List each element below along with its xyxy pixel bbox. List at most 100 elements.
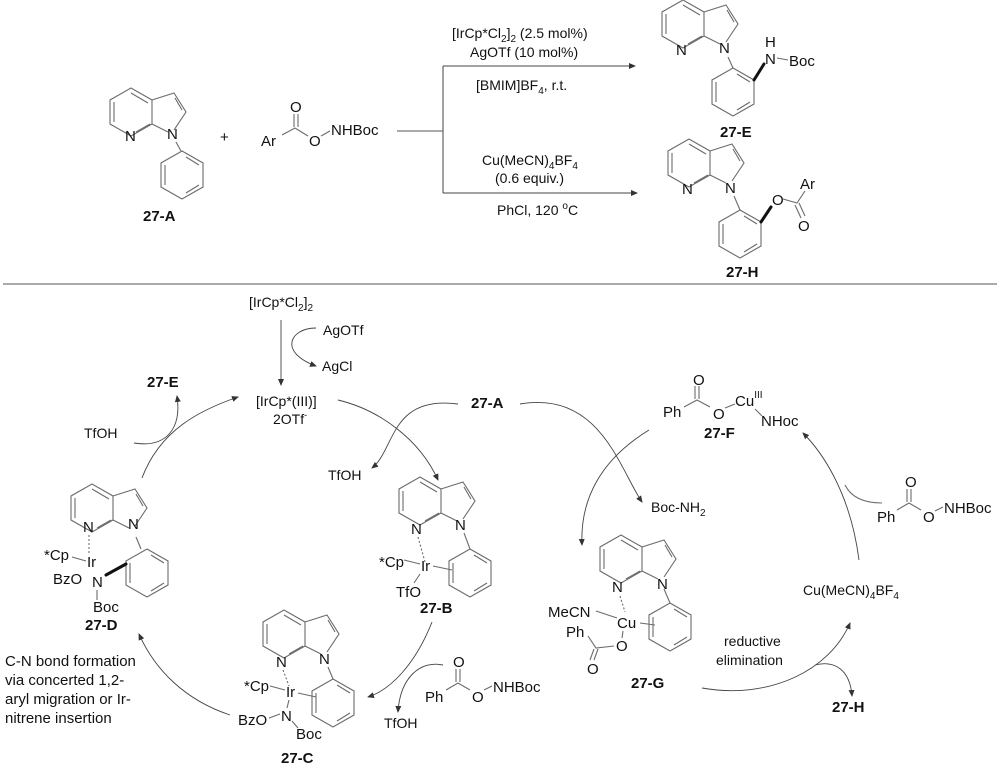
arrow-to-27-d	[138, 633, 231, 716]
label-tfoh-1: TfOH	[328, 467, 361, 483]
atom-n-pyridine: N	[276, 654, 287, 671]
atom-cu: Cu	[617, 615, 636, 632]
label-tfoh-2: TfOH	[84, 425, 117, 441]
atom-carbonyl-o: O	[290, 99, 302, 116]
atom-n: N	[765, 51, 776, 68]
atom-n-pyrrole: N	[319, 651, 330, 668]
mechanism-note: C-N bond formation via concerted 1,2- ar…	[5, 653, 136, 727]
step-label-line-2: elimination	[716, 652, 783, 668]
atom-ph: Ph	[877, 509, 895, 526]
condition-equiv: (0.6 equiv.)	[495, 170, 564, 186]
label-agotf: AgOTf	[323, 322, 364, 338]
atom-n: N	[281, 708, 292, 725]
svg-text:Cu(MeCN)4BF4: Cu(MeCN)4BF4	[803, 582, 899, 602]
atom-nhboc: NHBoc	[331, 122, 379, 139]
svg-text:Boc-NH2: Boc-NH2	[651, 499, 706, 519]
reactant-27-a: N N 27-A	[109, 87, 204, 225]
condition-agotf: AgOTf (10 mol%)	[470, 44, 578, 60]
label-product-27-e: 27-E	[147, 374, 179, 391]
conditions-cu: Cu(MeCN)4BF4 (0.6 equiv.) PhCl, 120 oC	[482, 152, 578, 218]
branch-line	[397, 66, 444, 193]
intermediate-27-d: N N *Cp Ir BzO N Boc 27-D	[44, 483, 169, 634]
atom-ester-o: O	[713, 406, 725, 423]
atom-n-pyridine: N	[612, 579, 623, 596]
svg-text:[BMIM]BF4, r.t.: [BMIM]BF4, r.t.	[476, 77, 567, 97]
arrow-boc-nh2-release	[519, 401, 643, 503]
arrow-substrate-in	[371, 402, 459, 469]
arrow-product-27-h-out	[814, 663, 855, 697]
atom-o: O	[772, 192, 784, 209]
atom-n-pyridine: N	[676, 42, 687, 59]
svg-text:[IrCp*Cl2]2 (2.5 mol%): [IrCp*Cl2]2 (2.5 mol%)	[452, 25, 588, 45]
atom-n-pyridine: N	[411, 521, 422, 538]
arrow-to-27-f	[802, 432, 860, 561]
atom-n-pyrrole: N	[657, 576, 668, 593]
arrow-regenerate	[141, 396, 239, 479]
atom-carbonyl-o: O	[905, 474, 917, 491]
atom-cp: *Cp	[244, 678, 269, 695]
atom-ph: Ph	[425, 689, 443, 706]
atom-carbonyl-o: O	[587, 661, 599, 678]
arrow-tfoh-out	[395, 663, 444, 713]
arrow-ag-exchange	[291, 327, 317, 367]
atom-tfo: TfO	[396, 584, 421, 601]
atom-ester-o: O	[309, 133, 321, 150]
product-27-e: N N H N Boc 27-E	[661, 0, 815, 141]
reagent-bz-oxyamine-ir: Ph O O NHBoc	[425, 654, 541, 706]
atom-ester-o: O	[472, 689, 484, 706]
product-27-h: N N O Ar O 27-H	[667, 138, 815, 281]
atom-nhboc: NHBoc	[493, 679, 541, 696]
atom-ar: Ar	[261, 133, 276, 150]
atom-h: H	[765, 34, 776, 51]
atom-n-pyridine: N	[125, 128, 136, 145]
atom-cp: *Cp	[44, 547, 69, 564]
label-substrate-27-a: 27-A	[471, 395, 504, 412]
atom-n-pyrrole: N	[167, 126, 178, 143]
svg-text:PhCl, 120 oC: PhCl, 120 oC	[497, 201, 578, 218]
svg-text:2OTf-: 2OTf-	[273, 410, 307, 427]
atom-ir: Ir	[87, 554, 96, 571]
arrow-to-27-c	[367, 621, 433, 699]
note-line-3: aryl migration or Ir-	[5, 691, 131, 708]
atom-ph: Ph	[566, 624, 584, 641]
arrow-product-out	[133, 395, 181, 445]
atom-cp: *Cp	[379, 554, 404, 571]
label-27-g: 27-G	[631, 675, 664, 692]
atom-bzo: BzO	[53, 571, 82, 588]
label-agcl: AgCl	[322, 358, 352, 374]
atom-nhboc: NHBoc	[944, 500, 992, 517]
label-27-f: 27-F	[704, 425, 735, 442]
atom-carbonyl-o: O	[693, 372, 705, 389]
atom-n-pyridine: N	[682, 181, 693, 198]
atom-o: O	[616, 638, 628, 655]
label-27-b: 27-B	[420, 600, 453, 617]
reagent-ar-oxyamine: Ar O O NHBoc	[261, 99, 379, 150]
note-line-2: via concerted 1,2-	[5, 672, 124, 689]
atom-n-pyrrole: N	[725, 180, 736, 197]
reagent-bz-oxyamine-cu: Ph O O NHBoc	[877, 474, 992, 526]
label-27-a: 27-A	[143, 208, 176, 225]
note-line-1: C-N bond formation	[5, 653, 136, 670]
svg-text:[IrCp*Cl2]2: [IrCp*Cl2]2	[249, 294, 313, 314]
intermediate-27-b: N N *Cp Ir TfO 27-B	[379, 476, 492, 617]
atom-nhoc: NHoc	[761, 413, 799, 430]
reagent-entry-curve	[844, 484, 883, 504]
arrow-to-27-g	[578, 429, 650, 546]
svg-text:CuIII: CuIII	[735, 390, 763, 410]
atom-n-pyridine: N	[83, 519, 94, 536]
ir-activation: [IrCp*Cl2]2 AgOTf AgCl [IrCp*(III)] 2OTf…	[249, 294, 364, 427]
label-product-27-h: 27-H	[832, 699, 865, 716]
label-27-c: 27-C	[281, 750, 314, 767]
atom-n-pyrrole: N	[455, 517, 466, 534]
intermediate-27-g: N N MeCN Cu O Ph O 27-G	[548, 534, 692, 692]
atom-carbonyl-o: O	[453, 654, 465, 671]
arrow-reductive-elimination	[701, 622, 851, 692]
atom-ir: Ir	[286, 684, 295, 701]
plus-sign: +	[220, 129, 229, 146]
conditions-ir: [IrCp*Cl2]2 (2.5 mol%) AgOTf (10 mol%) […	[452, 25, 588, 97]
atom-ir: Ir	[421, 558, 430, 575]
atom-ph: Ph	[663, 404, 681, 421]
arrow-to-27-b	[337, 399, 439, 481]
step-label-line-1: reductive	[724, 633, 781, 649]
